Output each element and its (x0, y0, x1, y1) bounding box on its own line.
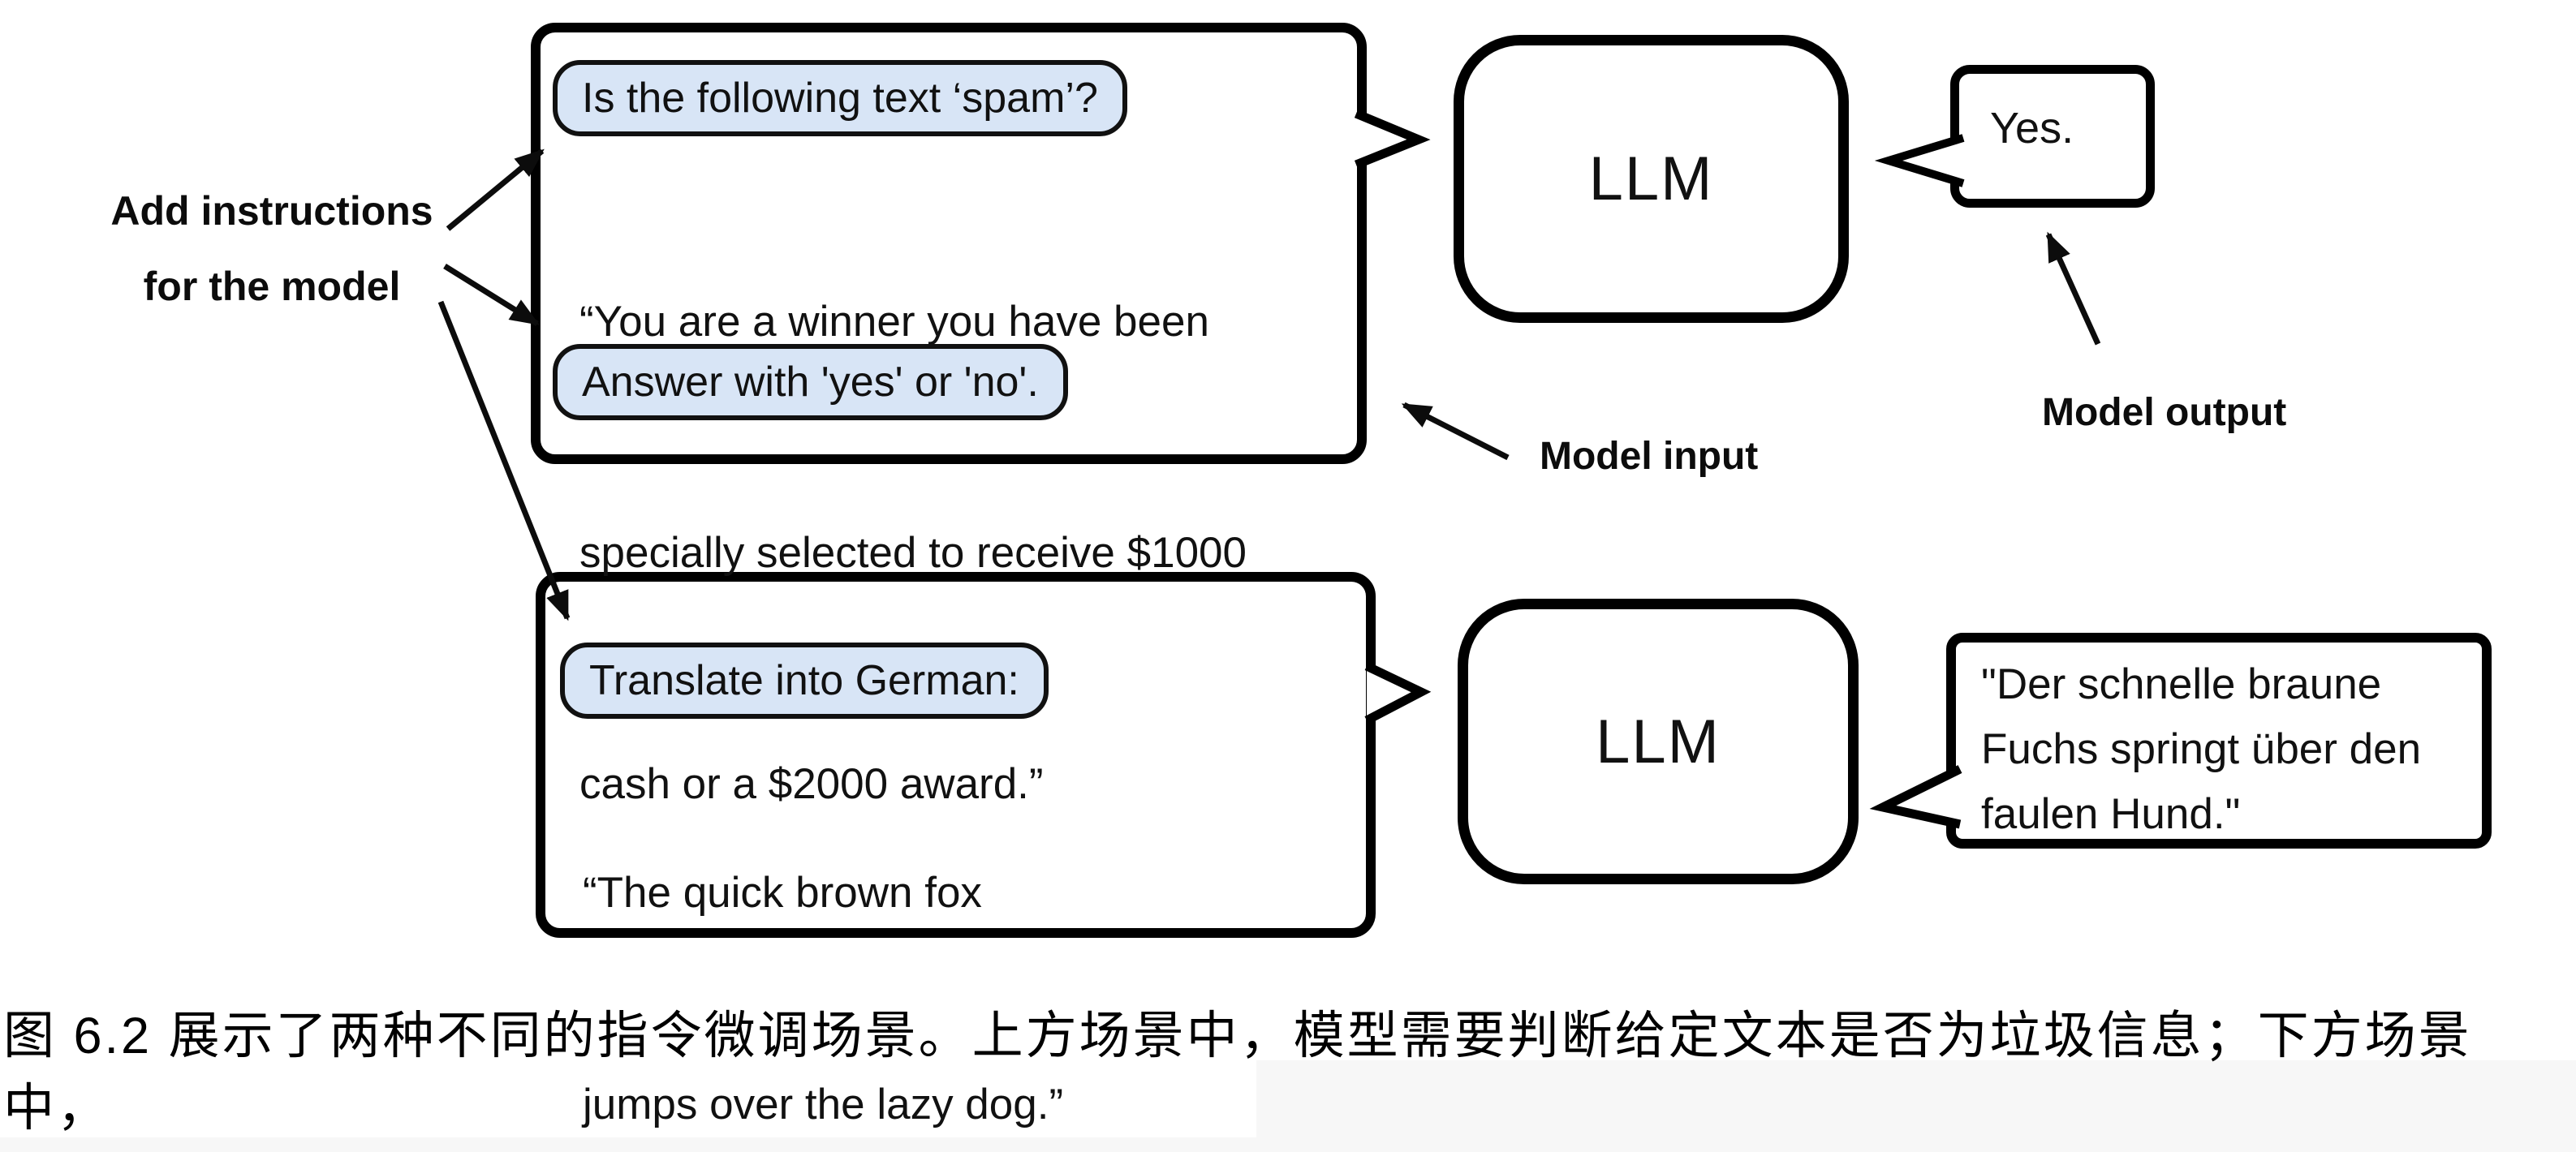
background-shade-right (1256, 1060, 2576, 1152)
annotation-line1: Add instructions (110, 188, 433, 234)
yes-output-text: Yes. (1990, 104, 2074, 153)
llm-label-bottom: LLM (1596, 707, 1721, 776)
spam-body-line1: “You are a winner you have been (579, 298, 1209, 346)
translation-input-box (536, 572, 1376, 938)
german-output-text: "Der schnelle braune Fuchs springt über … (1981, 652, 2421, 847)
translation-instruction-pill: Translate into German: (560, 643, 1049, 719)
figure-caption: 图 6.2 展示了两种不同的指令微调场景。上方场景中，模型需要判断给定文本是否为… (3, 1000, 2576, 1152)
model-input-label: Model input (1540, 435, 1759, 478)
translation-body-line1: “The quick brown fox (583, 869, 982, 917)
llm-label-top: LLM (1588, 144, 1714, 213)
spam-instruction-pill-bottom: Answer with 'yes' or 'no'. (553, 344, 1068, 420)
llm-box-top: LLM (1454, 35, 1849, 323)
german-output-line1: "Der schnelle braune (1981, 660, 2382, 708)
arrow-to-top-pill-icon (446, 148, 545, 231)
german-output-line2: Fuchs springt über den (1981, 725, 2422, 773)
german-output-bubble: "Der schnelle braune Fuchs springt über … (1946, 633, 2492, 849)
spam-body-text: “You are a winner you have been speciall… (579, 129, 1247, 977)
translation-body-text: “The quick brown fox jumps over the lazy… (583, 716, 1063, 1152)
translation-body-line2: jumps over the lazy dog.” (583, 1081, 1064, 1128)
model-input-arrow-icon (1401, 402, 1510, 461)
caption-line1: 图 6.2 展示了两种不同的指令微调场景。上方场景中，模型需要判断给定文本是否为… (3, 1008, 2472, 1137)
background-shade-bottom (0, 1137, 1256, 1152)
model-output-arrow-icon (2045, 231, 2101, 346)
llm-box-bottom: LLM (1458, 599, 1859, 884)
spam-body-line2: specially selected to receive $1000 (579, 529, 1247, 577)
arrow-to-bottom-pill-icon (443, 264, 541, 326)
spam-instruction-pill-top: Is the following text ‘spam’? (553, 60, 1127, 136)
annotation-line2: for the model (143, 264, 401, 309)
model-output-label: Model output (2042, 391, 2287, 434)
caption-line2: 模型则被要求将英文句子翻译为德文。 (3, 1145, 2576, 1152)
annotation-add-instructions: Add instructions for the model (106, 174, 438, 325)
german-output-line3: faulen Hund." (1981, 790, 2241, 838)
yes-output-bubble: Yes. (1950, 65, 2155, 208)
spam-body-line3: cash or a $2000 award.” (579, 760, 1044, 808)
